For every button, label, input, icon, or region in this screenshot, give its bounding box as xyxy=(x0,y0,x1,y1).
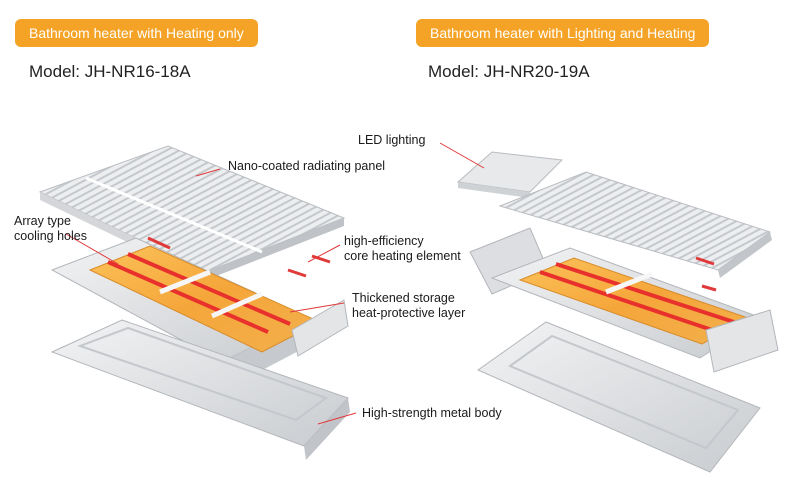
right-title-badge: Bathroom heater with Lighting and Heatin… xyxy=(416,19,710,47)
label-storage-layer-1: Thickened storage xyxy=(352,291,455,305)
right-model-label: Model: JH-NR20-19A xyxy=(428,62,590,81)
left-metal-body xyxy=(50,319,350,460)
label-heating-element-1: high-efficiency xyxy=(344,234,424,248)
label-cooling-holes-2: cooling holes xyxy=(14,229,87,243)
label-radiating-panel: Nano-coated radiating panel xyxy=(228,159,386,173)
left-title-badge: Bathroom heater with Heating only xyxy=(15,19,258,47)
red-markers xyxy=(147,236,717,292)
label-led-lighting: LED lighting xyxy=(358,133,426,147)
label-cooling-holes-1: Array type xyxy=(14,214,71,228)
right-metal-body xyxy=(476,321,761,473)
label-storage-layer-2: heat-protective layer xyxy=(352,306,466,320)
label-heating-element-2: core heating element xyxy=(344,249,461,263)
label-metal-body: High-strength metal body xyxy=(362,406,502,420)
left-model-label: Model: JH-NR16-18A xyxy=(29,62,191,81)
right-heater-housing xyxy=(490,247,779,373)
leader-lines xyxy=(65,142,485,425)
left-heater-housing xyxy=(50,237,349,390)
